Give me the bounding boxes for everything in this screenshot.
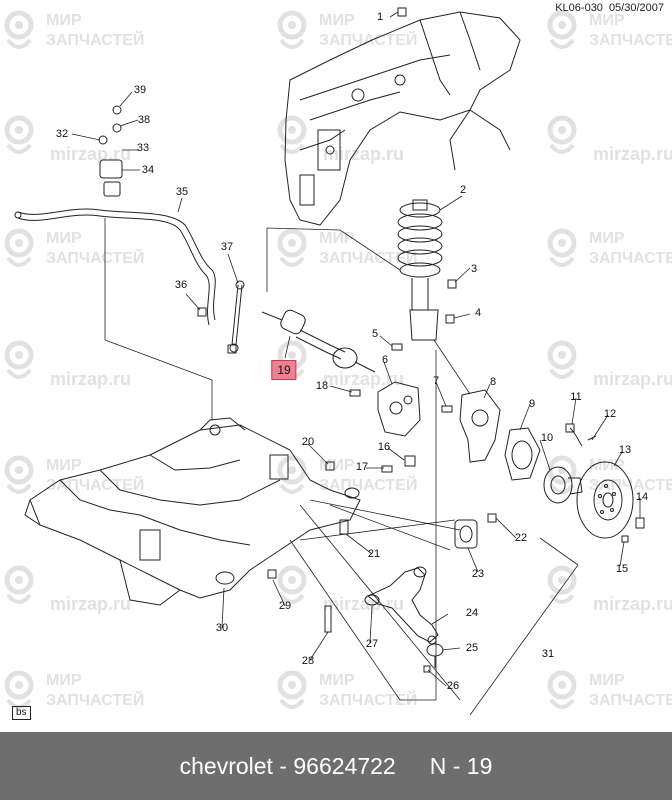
callout-33[interactable]: 33 bbox=[136, 142, 150, 154]
bushing-clamp-drawing bbox=[98, 105, 123, 197]
callout-23[interactable]: 23 bbox=[471, 568, 485, 580]
callout-36[interactable]: 36 bbox=[174, 279, 188, 291]
callout-38[interactable]: 38 bbox=[137, 114, 151, 126]
callout-15[interactable]: 15 bbox=[615, 563, 629, 575]
diagram-date: 05/30/2007 bbox=[608, 2, 664, 14]
callout-10[interactable]: 10 bbox=[540, 432, 554, 444]
splash-shield-drawing bbox=[504, 427, 541, 481]
callout-1[interactable]: 1 bbox=[376, 11, 384, 23]
callout-8[interactable]: 8 bbox=[489, 376, 497, 388]
callout-18[interactable]: 18 bbox=[315, 380, 329, 392]
callout-5[interactable]: 5 bbox=[371, 328, 379, 340]
caliper-drawing bbox=[377, 381, 421, 437]
hub-bearing-drawing bbox=[543, 466, 583, 504]
stabilizer-bar-drawing bbox=[14, 208, 216, 326]
callout-2[interactable]: 2 bbox=[459, 184, 467, 196]
callout-14[interactable]: 14 bbox=[635, 491, 649, 503]
knuckle-drawing bbox=[459, 389, 501, 463]
callout-3[interactable]: 3 bbox=[470, 263, 478, 275]
abs-sensor-drawing bbox=[565, 423, 597, 447]
footer-reference: N - 19 bbox=[429, 752, 493, 779]
callout-32[interactable]: 32 bbox=[55, 128, 69, 140]
body-frame-drawing bbox=[284, 11, 521, 226]
footer-part-number: 96624722 bbox=[293, 752, 396, 779]
rear-bushing-drawing bbox=[454, 519, 478, 549]
brake-rotor-drawing bbox=[576, 461, 634, 539]
lower-control-arm-drawing bbox=[364, 566, 439, 645]
callout-13[interactable]: 13 bbox=[618, 444, 632, 456]
callout-19-highlighted[interactable]: 19 bbox=[271, 360, 297, 380]
diagram-header: KL06-030 05/30/2007 bbox=[555, 2, 664, 14]
callout-6[interactable]: 6 bbox=[381, 354, 389, 366]
callout-37[interactable]: 37 bbox=[220, 241, 234, 253]
callout-4[interactable]: 4 bbox=[474, 307, 482, 319]
callout-20[interactable]: 20 bbox=[301, 436, 315, 448]
callout-26[interactable]: 26 bbox=[446, 680, 460, 692]
strut-spring-drawing bbox=[397, 199, 443, 341]
diagram-drawing bbox=[14, 7, 645, 716]
callout-17[interactable]: 17 bbox=[355, 461, 369, 473]
callout-11[interactable]: 11 bbox=[570, 391, 582, 403]
drive-shaft-drawing bbox=[261, 309, 376, 373]
diagram-code: KL06-030 bbox=[555, 2, 603, 14]
callout-28[interactable]: 28 bbox=[301, 655, 315, 667]
callout-9[interactable]: 9 bbox=[528, 398, 536, 410]
callout-16[interactable]: 16 bbox=[377, 441, 391, 453]
callout-34[interactable]: 34 bbox=[141, 164, 155, 176]
callout-29[interactable]: 29 bbox=[278, 600, 292, 612]
callout-7[interactable]: 7 bbox=[432, 375, 440, 387]
callout-31[interactable]: 31 bbox=[541, 648, 555, 660]
leader-lines bbox=[71, 11, 641, 716]
corner-label-bs: bs bbox=[12, 706, 31, 720]
callout-21[interactable]: 21 bbox=[367, 548, 381, 560]
ball-joint-drawing bbox=[426, 643, 444, 668]
subframe-drawing bbox=[24, 417, 361, 606]
callout-39[interactable]: 39 bbox=[133, 84, 147, 96]
footer-bar: chevrolet - 96624722 N - 19 bbox=[0, 732, 672, 800]
callout-22[interactable]: 22 bbox=[514, 532, 528, 544]
callout-24[interactable]: 24 bbox=[465, 607, 479, 619]
callout-35[interactable]: 35 bbox=[175, 186, 189, 198]
parts-diagram: МИРЗАПЧАСТЕЙМИРЗАПЧАСТЕЙМИРЗАПЧАСТЕЙmirz… bbox=[4, 2, 672, 720]
callout-30[interactable]: 30 bbox=[215, 622, 229, 634]
fasteners-drawing bbox=[197, 7, 645, 673]
footer-brand: chevrolet bbox=[179, 752, 273, 779]
stabilizer-link-drawing bbox=[229, 280, 245, 353]
callout-12[interactable]: 12 bbox=[603, 408, 617, 420]
callout-27[interactable]: 27 bbox=[365, 638, 379, 650]
callout-25[interactable]: 25 bbox=[465, 642, 479, 654]
footer-dash: - bbox=[279, 752, 287, 779]
